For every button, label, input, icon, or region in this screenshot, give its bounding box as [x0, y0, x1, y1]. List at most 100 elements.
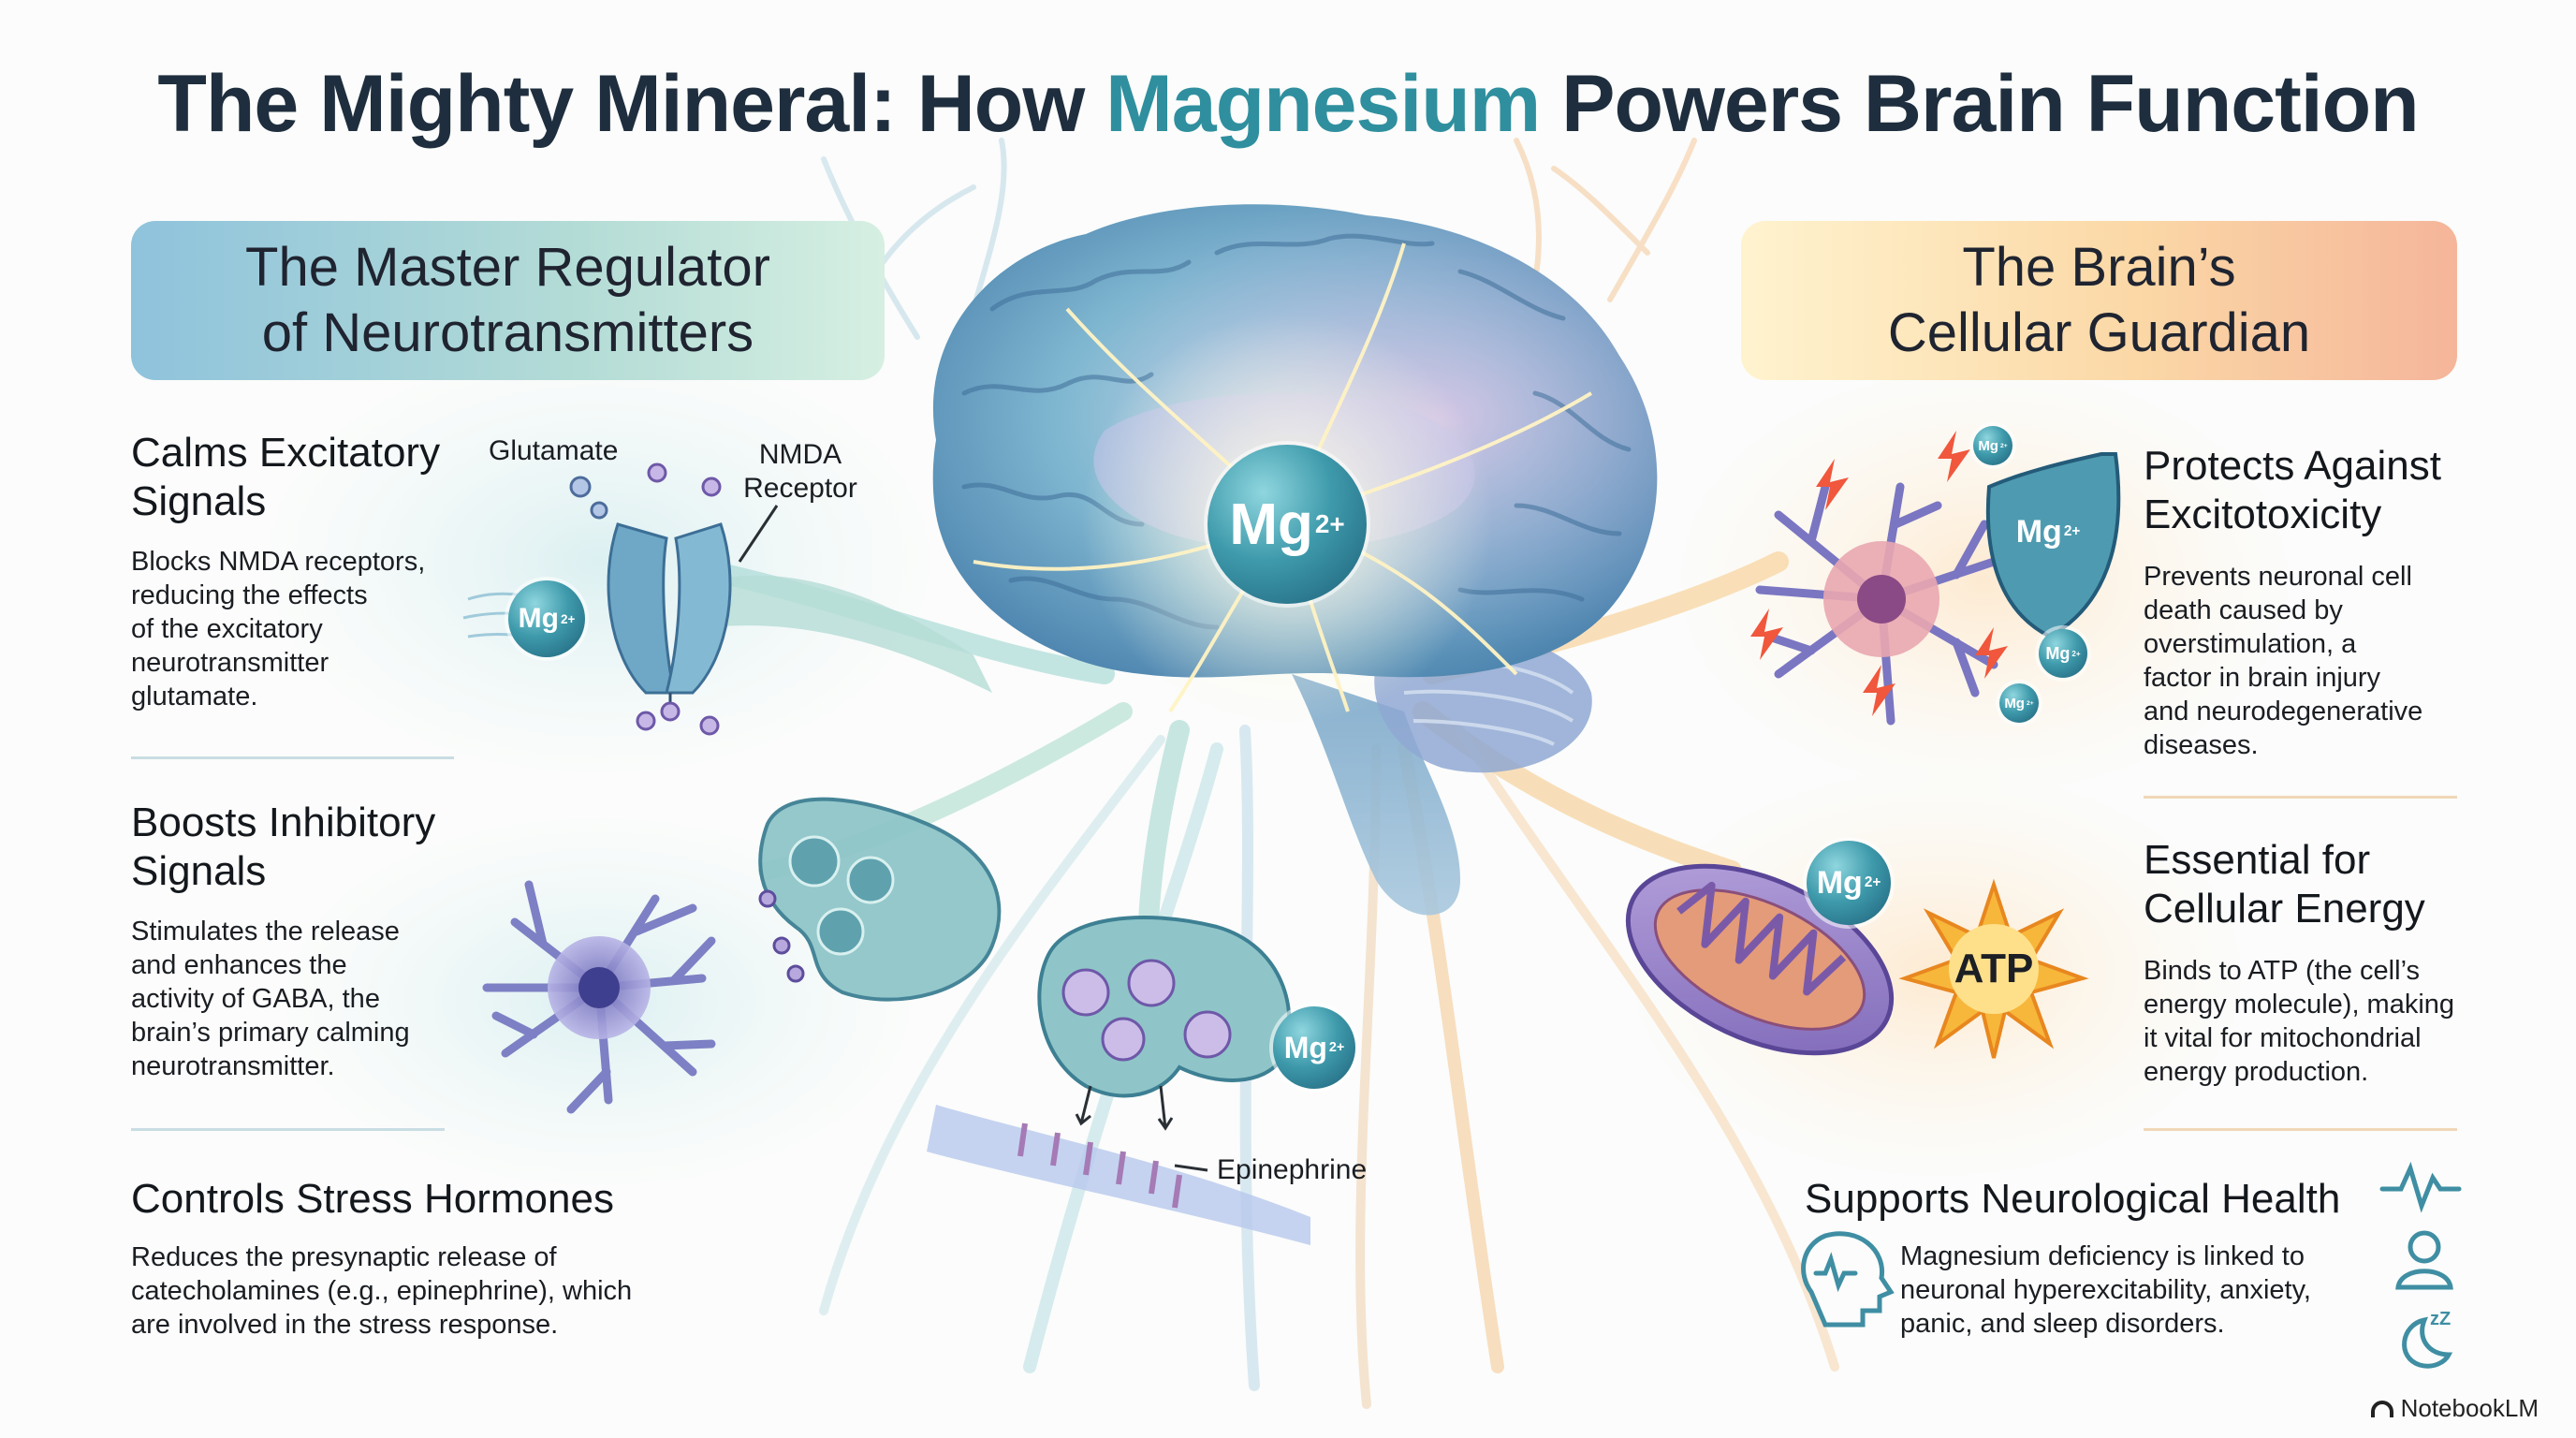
body-line: catecholamines (e.g., epinephrine), whic… [131, 1276, 633, 1306]
section-cellular-energy: Essential for Cellular Energy Binds to A… [2144, 836, 2537, 1089]
mg-symbol: Mg [2004, 695, 2025, 712]
section-heading: Essential for Cellular Energy [2144, 836, 2537, 933]
body-line: diseases. [2144, 730, 2259, 760]
heading-line2: Signals [131, 848, 267, 894]
heading-line1: Protects Against [2144, 443, 2441, 489]
section-controls-stress: Controls Stress Hormones Reduces the pre… [131, 1175, 786, 1342]
heartbeat-icon [2378, 1161, 2462, 1217]
notebooklm-logo-icon [2370, 1400, 2393, 1417]
body-line: neurotransmitter [131, 648, 329, 678]
banner-cellular-guardian: The Brain’s Cellular Guardian [1741, 221, 2457, 380]
section-heading: Calms Excitatory Signals [131, 429, 487, 526]
section-heading: Boosts Inhibitory Signals [131, 799, 487, 896]
body-line: death caused by [2144, 595, 2343, 625]
mg-symbol: Mg [1283, 1030, 1327, 1064]
neurological-health-body: Magnesium deficiency is linked to neuron… [1900, 1240, 2424, 1341]
body-line: reducing the effects [131, 580, 368, 610]
body-line: are involved in the stress response. [131, 1310, 559, 1340]
banner-left-line1: The Master Regulator [245, 237, 770, 298]
banner-left-line2: of Neurotransmitters [261, 302, 754, 363]
mg-charge: 2+ [2026, 699, 2034, 707]
body-line: factor in brain injury [2144, 663, 2381, 693]
central-mg-symbol: Mg [1229, 492, 1313, 557]
heading-line1: Controls Stress Hormones [131, 1176, 614, 1222]
section-body: Reduces the presynaptic release of catec… [131, 1240, 786, 1342]
banner-right-line1: The Brain’s [1962, 237, 2236, 298]
zz-label: zZ [2430, 1309, 2452, 1329]
body-line: Reduces the presynaptic release of [131, 1242, 557, 1272]
body-line: Binds to ATP (the cell’s [2144, 956, 2420, 986]
nmda-receptor-label: NMDA Receptor [739, 438, 861, 506]
heading-line1: Essential for [2144, 837, 2371, 883]
body-line: glutamate. [131, 682, 258, 712]
section-body: Prevents neuronal cell death caused by o… [2144, 560, 2537, 762]
mg-charge: 2+ [2071, 649, 2081, 658]
mg-symbol: Mg [2045, 643, 2071, 663]
divider [131, 756, 454, 759]
divider [131, 1128, 445, 1131]
nmda-label-line2: Receptor [743, 473, 857, 504]
brand-label: NotebookLM [2400, 1394, 2539, 1422]
mg-symbol: Mg [1978, 437, 1998, 454]
body-line: Blocks NMDA receptors, [131, 547, 426, 577]
nmda-label-line1: NMDA [758, 439, 842, 470]
heading-line1: Supports Neurological Health [1805, 1176, 2341, 1222]
divider [2144, 796, 2457, 799]
section-calms-excitatory: Calms Excitatory Signals Blocks NMDA rec… [131, 429, 487, 713]
atp-label: ATP [1954, 946, 2034, 991]
section-body: Stimulates the release and enhances the … [131, 915, 487, 1083]
section-heading: Supports Neurological Health [1805, 1175, 2385, 1224]
mg-symbol: Mg [2015, 513, 2062, 550]
body-line: overstimulation, a [2144, 629, 2357, 659]
central-mg-charge: 2+ [1314, 509, 1345, 538]
head-pulse-icon [1793, 1226, 1895, 1329]
heading-line2: Cellular Energy [2144, 886, 2425, 932]
divider [2144, 1128, 2457, 1131]
body-line: Prevents neuronal cell [2144, 562, 2412, 592]
body-line: panic, and sleep disorders. [1900, 1309, 2225, 1339]
body-line: activity of GABA, the [131, 984, 380, 1014]
section-protects-excitotoxicity: Protects Against Excitotoxicity Prevents… [2144, 442, 2537, 762]
mg-charge: 2+ [560, 611, 576, 626]
body-line: neuronal hyperexcitability, anxiety, [1900, 1275, 2311, 1305]
mg-charge: 2+ [2063, 523, 2081, 539]
title-accent: Magnesium [1105, 59, 1541, 149]
mg-charge: 2+ [1328, 1040, 1345, 1055]
heading-line1: Calms Excitatory [131, 430, 441, 476]
heading-line2: Excitotoxicity [2144, 492, 2382, 537]
section-body: Blocks NMDA receptors, reducing the effe… [131, 545, 487, 713]
heading-line2: Signals [131, 478, 267, 524]
title-pre: The Mighty Mineral: How [157, 59, 1106, 149]
body-line: energy molecule), making [2144, 990, 2455, 1020]
notebooklm-brand: NotebookLM [2370, 1394, 2539, 1423]
mg-symbol: Mg [1816, 864, 1863, 901]
body-line: brain’s primary calming [131, 1018, 410, 1048]
person-icon [2392, 1226, 2457, 1292]
section-heading: Protects Against Excitotoxicity [2144, 442, 2537, 539]
banner-right-line2: Cellular Guardian [1887, 302, 2311, 363]
mg-charge: 2+ [1864, 874, 1881, 890]
epinephrine-label: Epinephrine [1217, 1154, 1368, 1185]
section-boosts-inhibitory: Boosts Inhibitory Signals Stimulates the… [131, 799, 487, 1083]
body-line: and neurodegenerative [2144, 697, 2423, 726]
page-title: The Mighty Mineral: How Magnesium Powers… [0, 58, 2576, 151]
banner-master-regulator: The Master Regulator of Neurotransmitter… [131, 221, 885, 380]
title-post: Powers Brain Function [1540, 59, 2420, 149]
mg-symbol: Mg [518, 603, 559, 634]
section-neurological-health: Supports Neurological Health [1805, 1175, 2385, 1224]
heading-line1: Boosts Inhibitory [131, 800, 436, 845]
body-line: Magnesium deficiency is linked to [1900, 1241, 2305, 1271]
body-line: Stimulates the release [131, 917, 400, 946]
section-body: Binds to ATP (the cell’s energy molecule… [2144, 954, 2537, 1089]
body-line: energy production. [2144, 1057, 2369, 1087]
body-line: and enhances the [131, 950, 347, 980]
body-line: of the excitatory [131, 614, 323, 644]
